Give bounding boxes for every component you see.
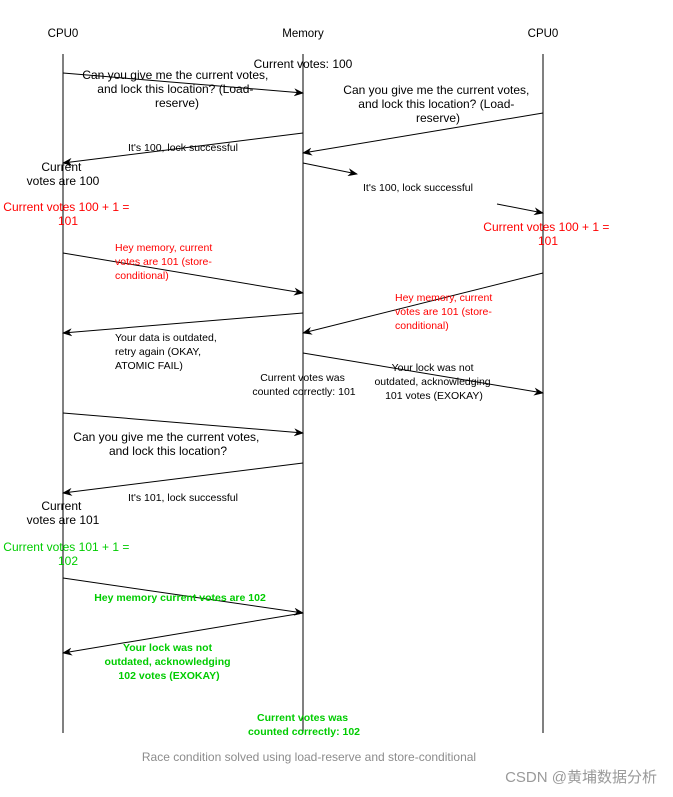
memory-counted-102: Current votes was counted correctly: 102: [248, 712, 360, 738]
msg-left-store-conditional: Hey memory, current votes are 101 (store…: [115, 242, 215, 282]
left-compute-101: Current votes 100 + 1 = 101: [3, 200, 132, 228]
watermark: CSDN @黄埔数据分析: [505, 769, 657, 786]
arrow-right-load-reserve: [302, 112, 544, 156]
msg-reply-left-100: It's 100, lock successful: [128, 142, 238, 154]
memory-initial-state: Current votes: 100: [254, 57, 353, 71]
left-current-votes-100: Current votes are 100: [27, 160, 100, 188]
msg-right-exokay-101: Your lock was not outdated, acknowledgin…: [374, 362, 493, 402]
arrow-right-store-conditional: [302, 272, 544, 335]
memory-counted-101: Current votes was counted correctly: 101: [252, 372, 355, 398]
arrow-right-exokay-101: [302, 352, 544, 396]
left-current-votes-101: Current votes are 101: [27, 499, 100, 527]
lifeline-memory-label: Memory: [282, 28, 324, 40]
arrow-reply-right-100-b: [496, 203, 544, 216]
msg-left-load-reserve: Can you give me the current votes, and l…: [82, 68, 271, 110]
arrow-reply-left-100: [62, 132, 304, 166]
msg-left-store-102: Hey memory current votes are 102: [94, 592, 266, 604]
lifeline-cpu-right-label: CPU0: [528, 28, 559, 40]
arrow-left-exokay-102: [62, 612, 304, 656]
arrow-reply-right-100-a: [302, 162, 358, 177]
right-compute-101: Current votes 100 + 1 = 101: [483, 220, 612, 248]
arrow-left-load-reserve-retry: [62, 412, 304, 437]
msg-left-exokay-102: Your lock was not outdated, acknowledgin…: [105, 642, 234, 682]
msg-reply-left-101: It's 101, lock successful: [128, 492, 238, 504]
lifeline-cpu-left-label: CPU0: [48, 28, 79, 40]
arrow-reply-left-101: [62, 462, 304, 496]
arrow-left-atomic-fail: [62, 312, 304, 337]
left-compute-102: Current votes 101 + 1 = 102: [3, 540, 132, 568]
msg-right-store-conditional: Hey memory, current votes are 101 (store…: [395, 292, 495, 332]
figure-caption: Race condition solved using load-reserve…: [142, 750, 476, 764]
msg-left-load-reserve-retry: Can you give me the current votes, and l…: [73, 430, 262, 458]
msg-right-load-reserve: Can you give me the current votes, and l…: [343, 83, 532, 125]
arrow-left-load-reserve: [62, 72, 304, 97]
arrow-left-store-102: [62, 577, 304, 616]
msg-reply-right-100: It's 100, lock successful: [363, 182, 473, 194]
arrow-left-store-conditional: [62, 252, 304, 296]
msg-left-atomic-fail: Your data is outdated, retry again (OKAY…: [115, 332, 220, 372]
